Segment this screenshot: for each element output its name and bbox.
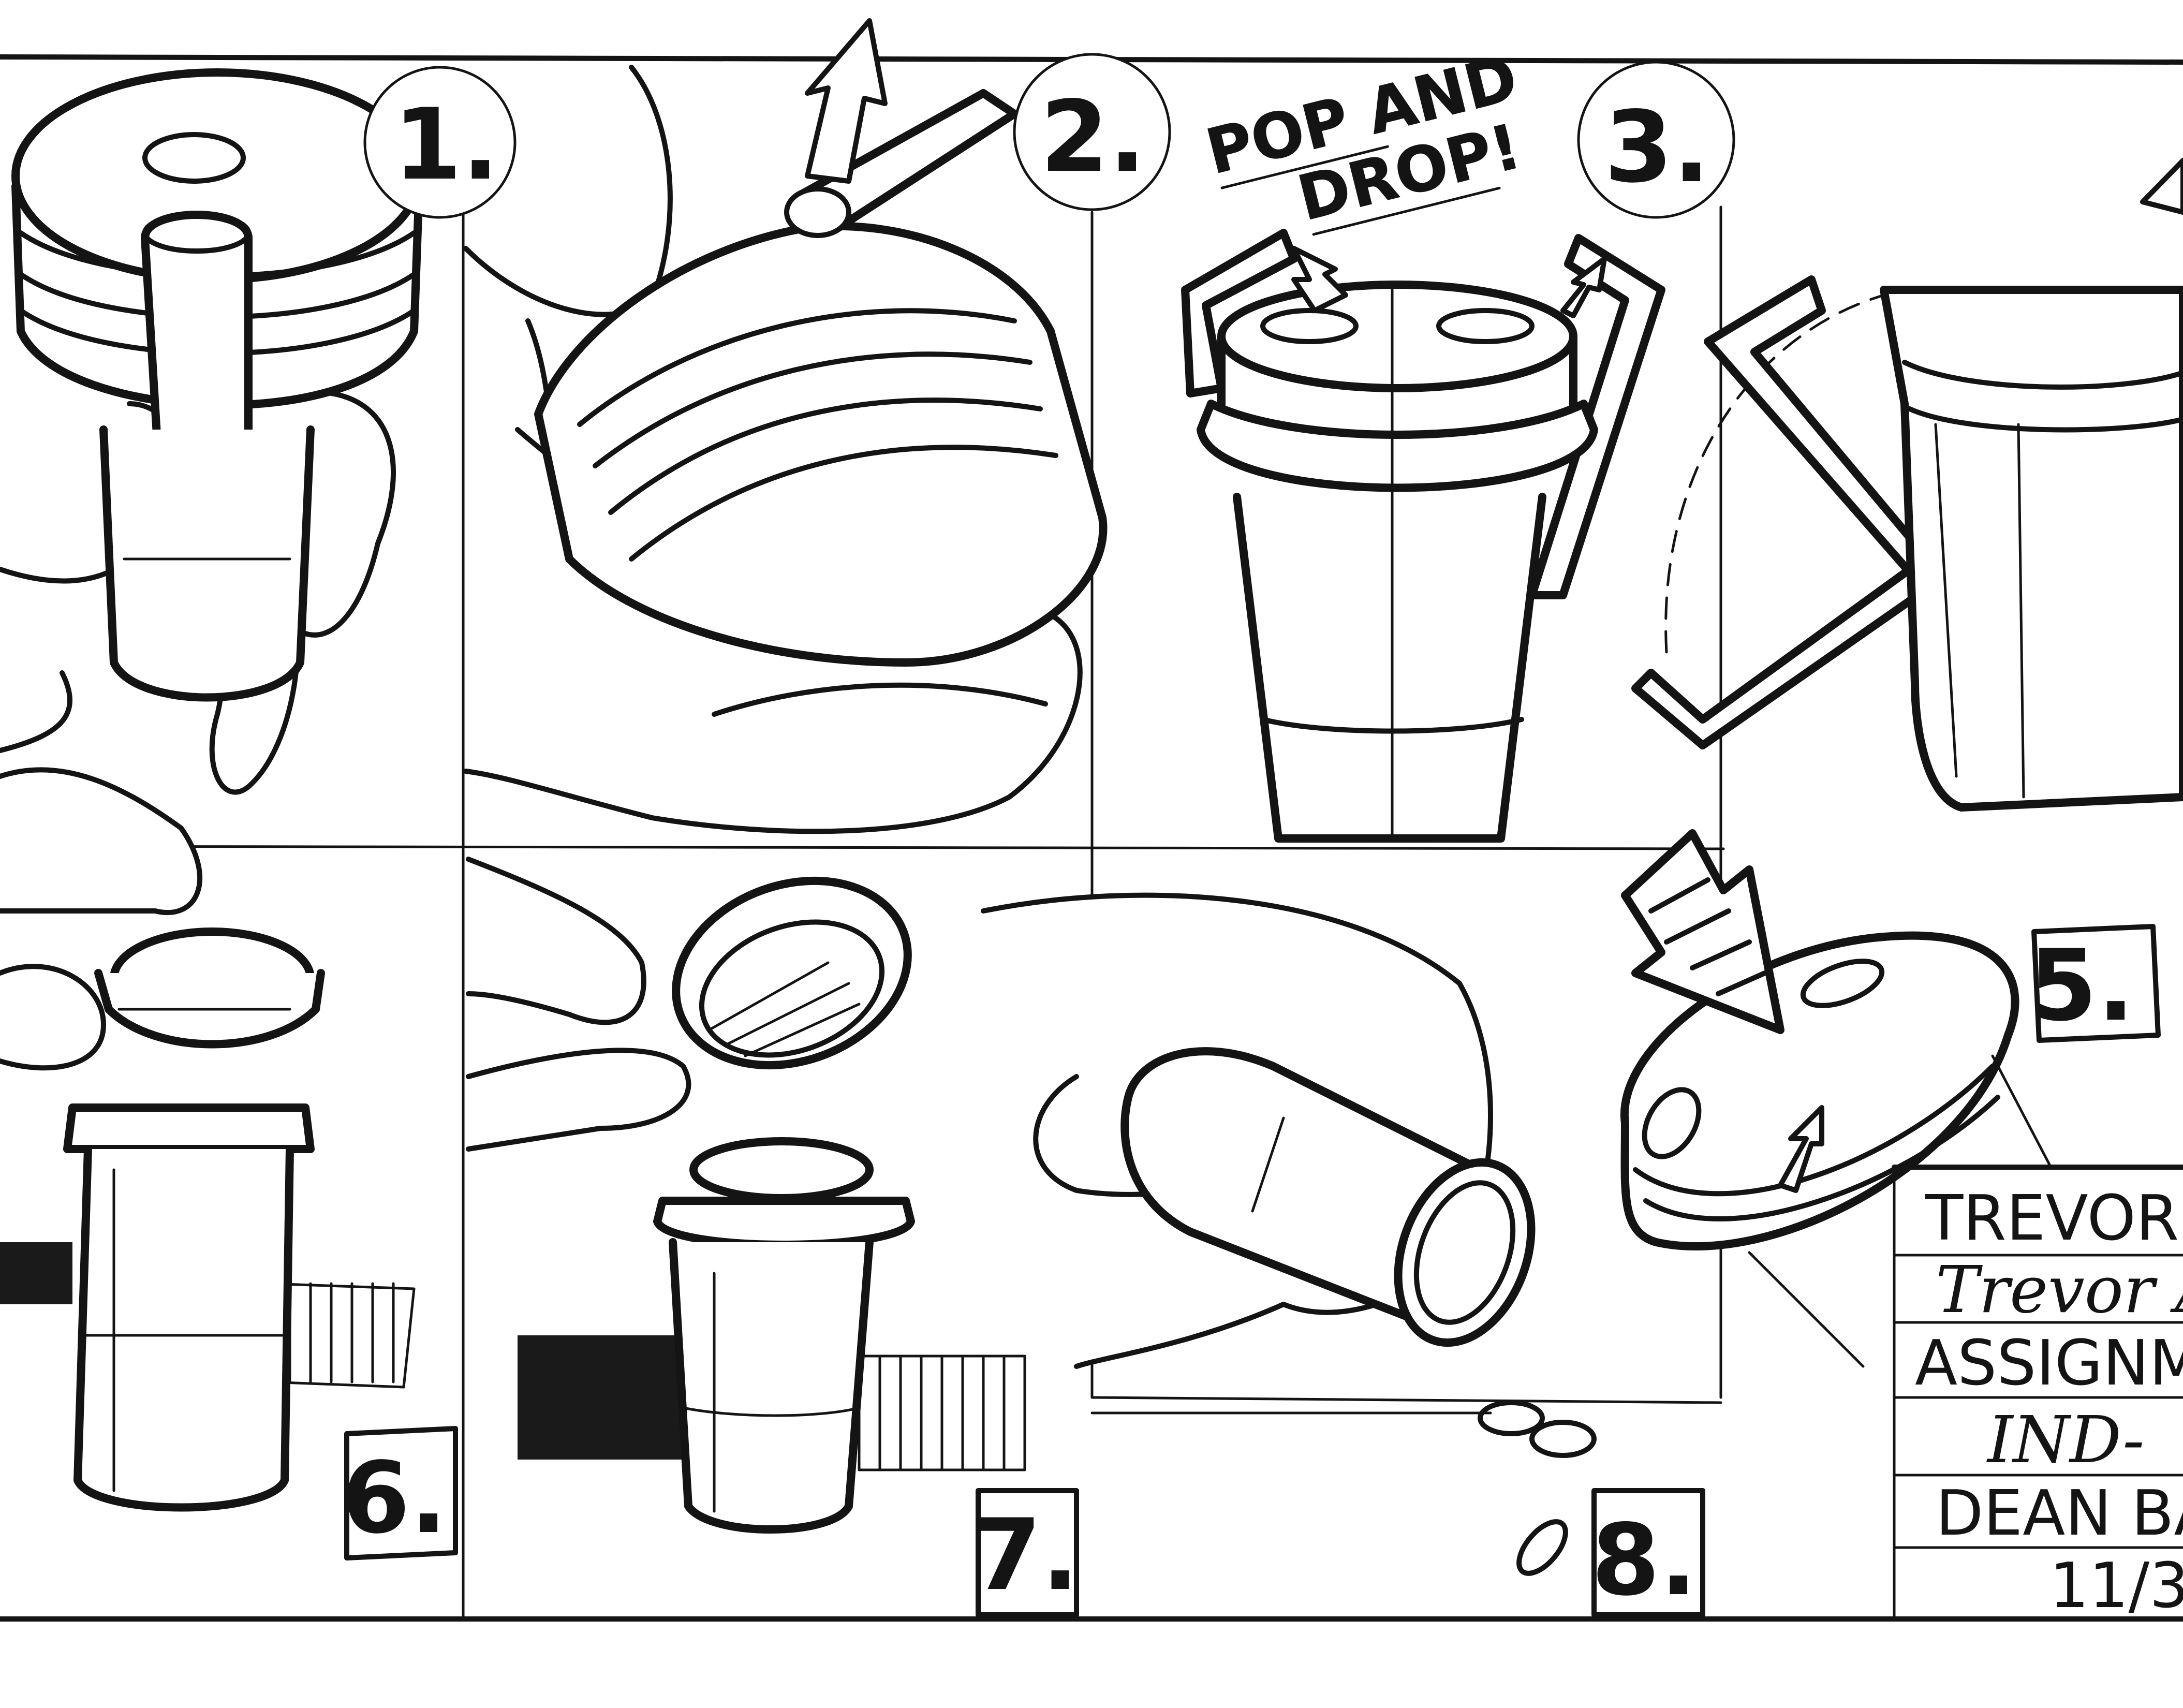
step-2-label: 2. [1040,80,1146,194]
panel-4-illustration [1631,158,2183,812]
step-6-label: 6. [342,1441,447,1555]
step-1-badge: 1. [363,66,517,219]
title-block-instructor: DEAN BAC [1936,1478,2183,1550]
panel-7-barcode [518,1335,1026,1471]
panel-1-illustration [0,68,423,795]
title-block-name: TREVOR AV [1925,1183,2183,1255]
panel-7-illustration [466,857,1026,1534]
step-5-label: 5. [2029,929,2134,1043]
panel-2-illustration [463,18,1108,834]
title-block-signature: Trevor Av [1936,1253,2183,1328]
title-block-date: 11/30/ [2049,1550,2183,1622]
step-8-label: 8. [1591,1503,1697,1617]
step-5-badge: 5. [2029,924,2161,1043]
step-2-badge: 2. [1013,53,1171,211]
step-8-badge: 8. [1591,1488,1705,1617]
step-6-badge: 6. [342,1426,458,1560]
title-block: TREVOR AV Trevor Av ASSIGNMENT IND- DEAN… [1892,1165,2183,1622]
step-7-badge: 7. [973,1488,1079,1617]
step-1-label: 1. [393,87,499,202]
panel-8-illustration [981,892,1722,1576]
panel-5-illustration [1620,829,2051,1368]
title-block-assignment: ASSIGNMENT [1915,1328,2183,1400]
panel-6-illustration [0,767,416,1512]
step-3-label: 3. [1604,90,1710,204]
step-3-badge: 3. [1577,61,1735,219]
step-7-label: 7. [973,1498,1079,1612]
title-block-course: IND- [1986,1403,2145,1478]
